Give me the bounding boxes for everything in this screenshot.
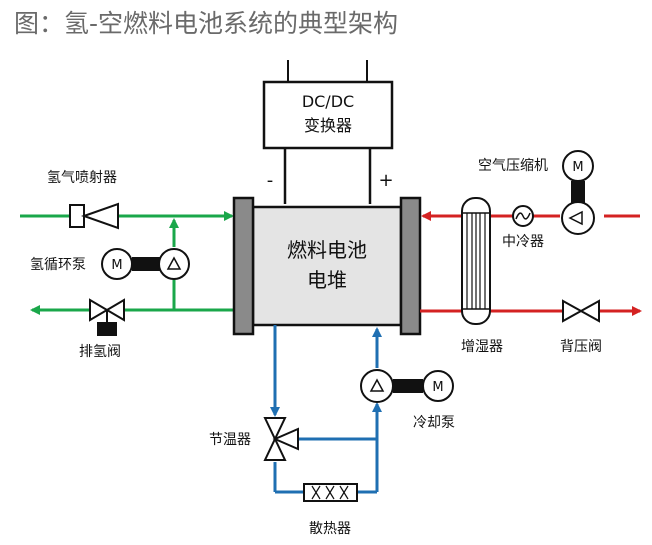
- injector-label: 氢气喷射器: [47, 170, 117, 186]
- negative-terminal-label: -: [267, 170, 274, 191]
- coolant-motor-symbol: M: [432, 380, 443, 395]
- fuel-cell-stack: 燃料电池 电堆: [232, 196, 422, 336]
- compressor-label: 空气压缩机: [478, 158, 548, 174]
- positive-terminal-label: +: [378, 170, 393, 191]
- dcdc-converter: DC/DC 变换器: [262, 60, 394, 204]
- hydrogen-circuit: [20, 211, 236, 315]
- thermostat-label: 节温器: [209, 432, 251, 448]
- humidifier: [461, 197, 491, 325]
- converter-label-1: DC/DC: [302, 92, 354, 111]
- figure-title: 图：氢-空燃料电池系统的典型架构: [14, 9, 399, 38]
- compressor-motor-symbol: M: [572, 160, 583, 175]
- stack-label-1: 燃料电池: [287, 238, 367, 262]
- radiator: [303, 483, 358, 502]
- back-valve-label: 背压阀: [560, 339, 602, 355]
- recirc-motor-symbol: M: [111, 258, 122, 273]
- coolant-pump-label: 冷却泵: [413, 415, 455, 431]
- stack-label-2: 电堆: [307, 268, 347, 292]
- intercooler-label: 中冷器: [502, 234, 544, 250]
- back-pressure-valve: [562, 299, 600, 323]
- thermostat-valve: [263, 417, 299, 461]
- converter-label-2: 变换器: [304, 116, 352, 135]
- intercooler: [512, 205, 534, 227]
- coolant-circuit: [270, 325, 382, 494]
- hydrogen-injector: [69, 202, 119, 230]
- air-circuit: [420, 211, 642, 316]
- radiator-label: 散热器: [309, 521, 351, 537]
- coolant-pump: M: [360, 369, 454, 403]
- hydrogen-purge-valve: [89, 298, 125, 336]
- purge-valve-label: 排氢阀: [79, 344, 121, 360]
- air-compressor: M: [561, 150, 595, 235]
- hydrogen-recirculation-pump: M: [101, 248, 190, 280]
- recirc-pump-label: 氢循环泵: [30, 257, 86, 273]
- humidifier-label: 增湿器: [461, 339, 503, 355]
